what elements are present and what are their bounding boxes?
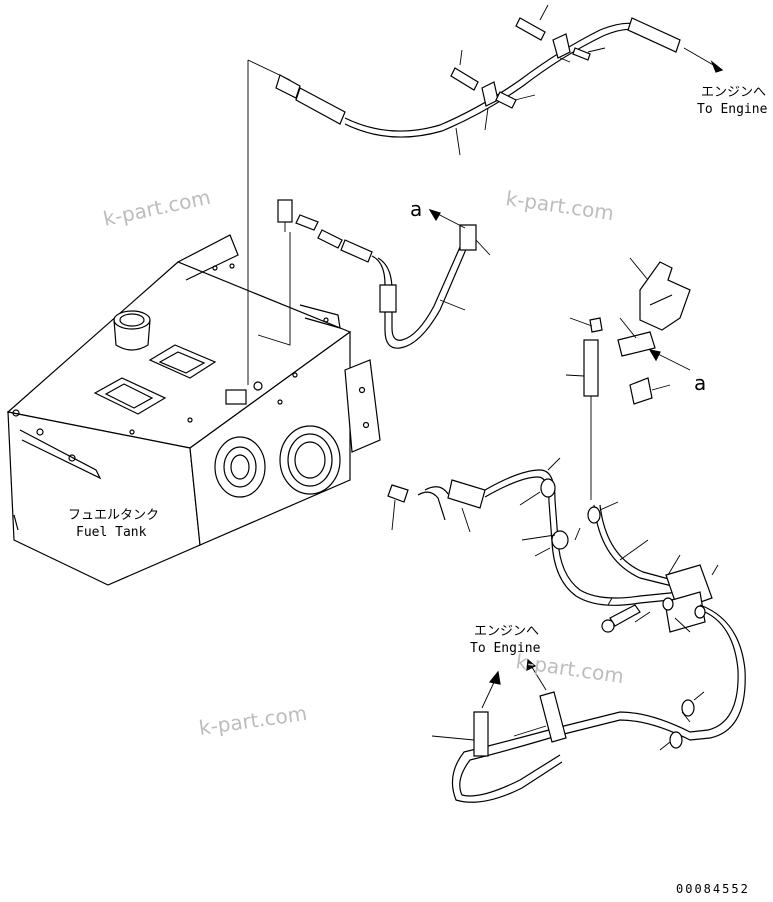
feed-hose-middle [277, 199, 491, 349]
feed-hose-lower [387, 457, 746, 803]
fuel-tank-label-en: Fuel Tank [76, 525, 147, 540]
watermark: k-part.com [197, 701, 308, 740]
watermark: k-part.com [514, 649, 625, 688]
to-engine-upper-jp: エンジンへ [701, 85, 766, 100]
marker-a-right: a [694, 371, 706, 395]
to-engine-upper-en: To Engine [697, 102, 768, 117]
watermark: k-part.com [504, 186, 615, 225]
return-hose-upper [275, 4, 724, 156]
marker-a-upper: a [410, 197, 422, 221]
fuel-tank [6, 234, 381, 586]
drawing-code: 00084552 [676, 882, 750, 896]
watermark: k-part.com [101, 185, 213, 231]
fuel-tank-label-jp: フュエルタンク [68, 508, 159, 523]
to-engine-lower-jp: エンジンへ [474, 624, 539, 639]
bracket-assembly-right [565, 257, 691, 500]
to-engine-lower-en: To Engine [470, 641, 541, 656]
